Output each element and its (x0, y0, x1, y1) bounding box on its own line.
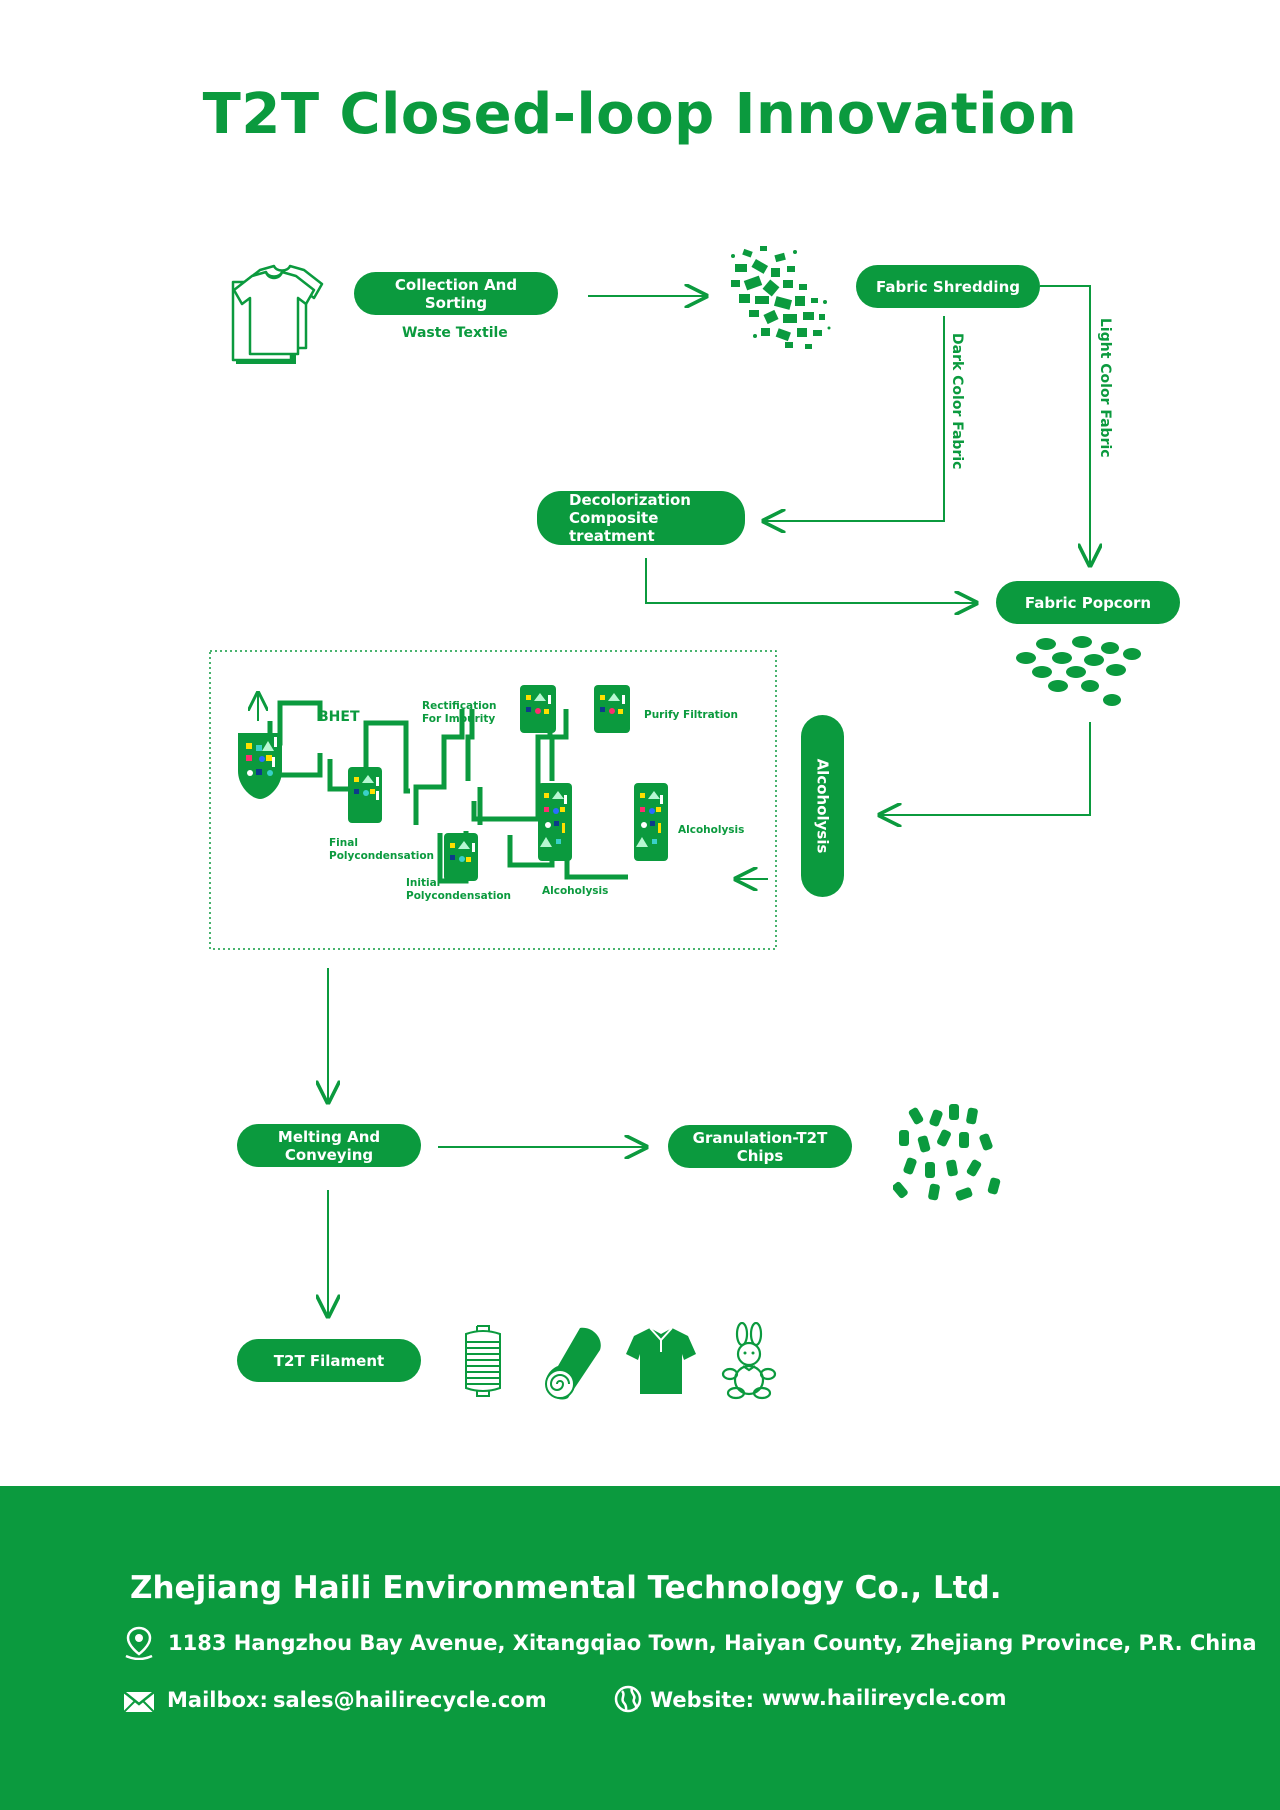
website-link[interactable]: www.hailireycle.com (762, 1686, 1007, 1710)
plush-rabbit-icon (721, 1322, 777, 1400)
light-color-fabric-label: Light Color Fabric (1097, 318, 1113, 458)
address: 1183 Hangzhou Bay Avenue, Xitangqiao Tow… (168, 1631, 1257, 1655)
plant-schematic (238, 685, 668, 884)
mailbox-link[interactable]: sales@hailirecycle.com (273, 1688, 547, 1712)
step-collection-sorting: Collection And Sorting (354, 272, 558, 315)
final-polycondensation-label: Final Polycondensation (329, 837, 435, 862)
rectification-label: Rectification For Impurity (422, 700, 497, 725)
globe-icon (614, 1685, 642, 1713)
yarn-bobbin-icon (465, 1325, 501, 1397)
step-melting-conveying: Melting And Conveying (237, 1124, 421, 1167)
step-fabric-shredding: Fabric Shredding (856, 265, 1040, 308)
footer: Zhejiang Haili Environmental Technology … (0, 1486, 1280, 1810)
alcoholysis-bottom-label: Alcoholysis (542, 885, 609, 897)
location-pin-icon (125, 1626, 153, 1660)
tshirt-stack-icon (231, 264, 324, 364)
step-t2t-filament: T2T Filament (237, 1339, 421, 1382)
shredded-fabric-icon (731, 246, 831, 349)
alcoholysis-right-label: Alcoholysis (678, 824, 745, 836)
step-granulation: Granulation-T2T Chips (668, 1125, 852, 1168)
plant-frame (209, 650, 777, 950)
arrow-light-fabric (1040, 285, 1090, 565)
step-fabric-popcorn: Fabric Popcorn (996, 581, 1180, 624)
fabric-roll-icon (545, 1327, 601, 1400)
mail-icon (123, 1691, 155, 1713)
arrow-dark-fabric (764, 316, 945, 521)
initial-polycondensation-label: Initial Polycondensation (406, 877, 512, 902)
bhet-label: BHET (318, 709, 360, 725)
polo-shirt-icon (626, 1327, 696, 1394)
flow-connectors (209, 0, 1280, 1480)
step-decolorization: Decolorization Composite treatment (537, 491, 745, 545)
website-label: Website: (650, 1688, 755, 1712)
waste-textile-label: Waste Textile (402, 325, 508, 341)
alcoholysis-label: Alcoholysis (813, 758, 832, 854)
company-name: Zhejiang Haili Environmental Technology … (130, 1570, 1002, 1606)
step-alcoholysis: Alcoholysis (801, 715, 844, 897)
chips-icon (893, 1104, 1001, 1201)
popcorn-pellets-icon (1016, 636, 1141, 706)
arrow-popcorn-to-alcoholysis (880, 722, 1091, 815)
purify-filtration-label: Purify Filtration (644, 709, 738, 721)
dark-color-fabric-label: Dark Color Fabric (949, 333, 965, 470)
arrow-decolor-to-popcorn (645, 558, 976, 603)
mailbox-label: Mailbox: (167, 1688, 268, 1712)
page-title: T2T Closed-loop Innovation (202, 82, 1078, 147)
